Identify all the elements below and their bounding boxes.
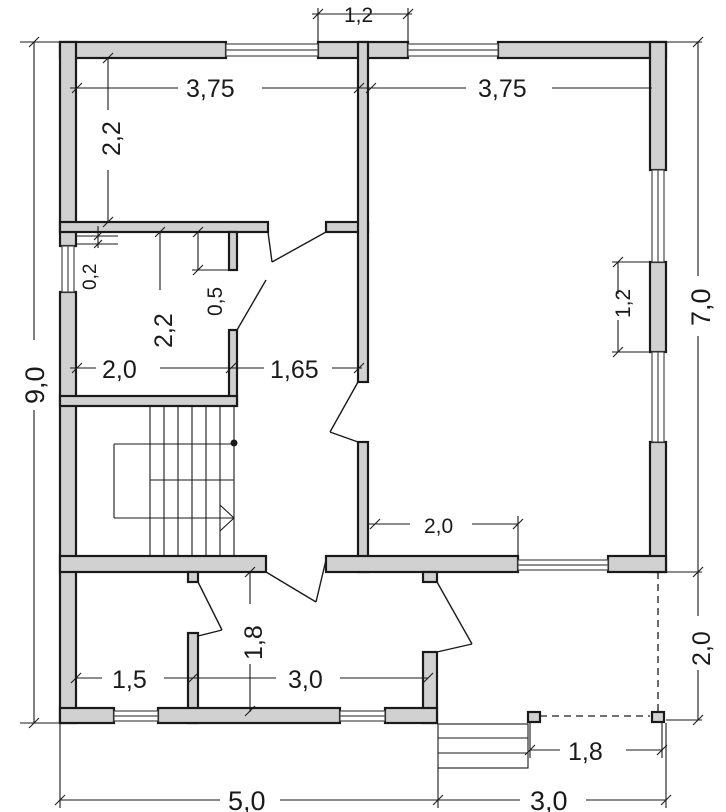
- dim-living-lower-label: 2,0: [424, 515, 453, 538]
- wall-lower-hall-right: [606, 554, 668, 574]
- dim-overall-left-label: 9,0: [20, 366, 50, 404]
- wall-top-left: [58, 40, 228, 60]
- wall-top-right: [496, 40, 668, 60]
- wall-pier-1: [186, 570, 200, 584]
- dim-total-left-label: 5,0: [228, 786, 266, 812]
- door-closet: [236, 279, 267, 331]
- dim-top-window-label: 1,2: [344, 4, 373, 27]
- wall-lower-hall-mid: [324, 554, 520, 574]
- wall-center-upper: [356, 40, 370, 384]
- dimension-labels: 1,2 3,75 3,75 2,2 0,2 2,2 0,5 2,0 1,65 1…: [20, 4, 716, 812]
- dim-room1-depth-label: 2,2: [98, 121, 126, 156]
- dim-hall-width-label: 1,65: [270, 356, 319, 384]
- wall-lower-hall-left: [58, 554, 268, 574]
- door-room1: [271, 231, 327, 263]
- door-living: [329, 381, 359, 433]
- dim-mid-room-depth-label: 2,2: [150, 313, 178, 348]
- dim-bottom-left-room-label: 1,5: [112, 666, 147, 694]
- dim-room2-width-label: 3,75: [478, 75, 527, 103]
- dim-terrace-width-label: 1,8: [568, 738, 603, 766]
- wall-closet-left: [227, 230, 239, 272]
- wall-left-upper: [58, 40, 78, 248]
- windows: [61, 43, 665, 722]
- terrace-post-right: [650, 710, 666, 724]
- dim-overall-right-label: 7,0: [686, 288, 716, 326]
- wall-bottom-mid: [156, 706, 342, 725]
- entrance-steps: [437, 723, 529, 769]
- wall-room1-bottom: [58, 220, 270, 234]
- dim-closet-depth-label: 0,5: [204, 287, 227, 316]
- wall-left-lower: [58, 290, 78, 725]
- wall-center-lower: [356, 440, 370, 574]
- dim-total-right-label: 3,0: [530, 786, 568, 812]
- dim-lower-hall-depth-label: 1,8: [240, 625, 268, 660]
- door-bottom-left: [197, 581, 223, 631]
- dim-wall-gap-label: 0,2: [80, 264, 101, 290]
- dim-mid-room-width-label: 2,0: [102, 356, 137, 384]
- door-bottom-mid: [436, 581, 473, 645]
- dim-right-window-label: 1,2: [612, 289, 635, 318]
- dim-bottom-mid-room-label: 3,0: [288, 666, 323, 694]
- wall-bottom-right: [383, 706, 439, 725]
- wall-bottom-left: [58, 706, 116, 725]
- dimension-lines: [20, 8, 704, 808]
- wall-right-lower: [648, 440, 668, 574]
- terrace-post-left: [526, 710, 542, 724]
- wall-pier-2: [421, 570, 439, 584]
- doors: [197, 231, 473, 653]
- dim-terrace-depth-label: 2,0: [688, 631, 716, 666]
- walls: [58, 40, 668, 725]
- dim-room1-width-label: 3,75: [186, 75, 235, 103]
- wall-stair-top: [58, 394, 239, 408]
- door-hall-lower: [265, 571, 317, 603]
- terrace: [526, 572, 666, 724]
- stair-start-dot: [230, 439, 238, 447]
- wall-right-mid: [648, 260, 668, 354]
- staircase: [113, 406, 238, 556]
- wall-right-upper: [648, 40, 668, 172]
